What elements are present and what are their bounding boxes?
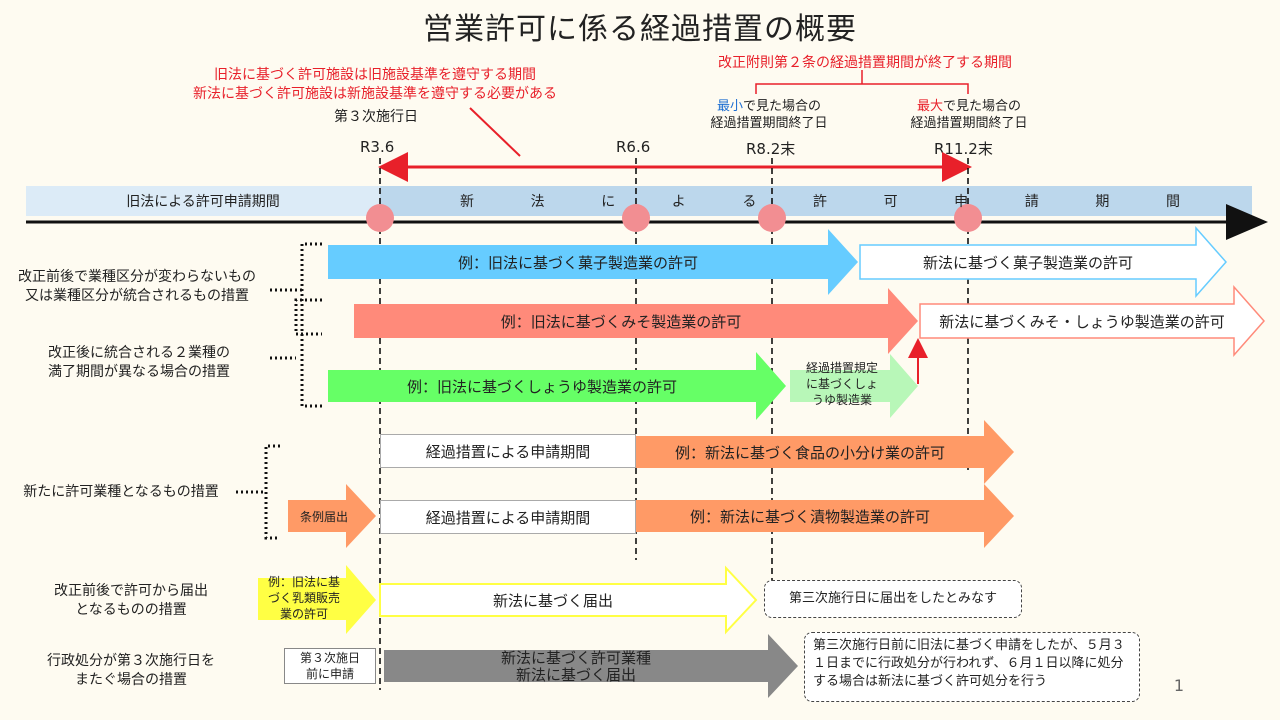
arrow-confectionery-old — [328, 229, 858, 295]
arrow-notification-new-label: 新法に基づく届出 — [492, 591, 613, 610]
tl-char: 新 — [460, 194, 474, 210]
arrow-subdivision — [636, 420, 1014, 484]
admin-line1: 新法に基づく許可業種 — [500, 649, 651, 667]
milestone-r3-6 — [366, 204, 394, 232]
dairy-line3: 業の許可 — [279, 607, 328, 621]
top-note-line2: 新法に基づく許可施設は新施設基準を遵守する必要がある — [193, 86, 557, 102]
pre-app-line1: 第３次施日 — [299, 651, 360, 665]
transition-application-box-1: 経過措置による申請期間 — [380, 434, 636, 468]
tl-char: 間 — [1165, 194, 1180, 210]
label-group4-line1: 改正前後で許可から届出 — [54, 583, 208, 599]
label-group4: 改正前後で許可から届出 となるものの措置 — [16, 582, 246, 620]
article2-bracket — [755, 83, 969, 94]
timeline-old-label: 旧法による許可申請期間 — [126, 194, 280, 210]
min-label-rest: で見た場合の — [743, 99, 822, 114]
label-group1: 改正前後で業種区分が変わらないもの 又は業種区分が統合されるもの措置 — [2, 268, 272, 306]
arrow-soy-old — [328, 352, 786, 420]
soy-trans-line3: うゆ製造業 — [811, 393, 872, 407]
arrow-confectionery-new — [859, 226, 1228, 298]
tl-char: 申 — [954, 194, 969, 210]
arrow-pickles — [636, 484, 1014, 548]
date-r3-6: R3.6 — [360, 138, 395, 156]
tl-char: に — [601, 194, 616, 210]
tl-char: 請 — [1024, 194, 1039, 210]
min-label-prefix: 最小 — [716, 99, 743, 114]
tl-char: 期 — [1095, 194, 1110, 210]
tl-char: 可 — [883, 194, 898, 210]
timeline-old-bar — [26, 186, 380, 216]
max-label-prefix: 最大 — [916, 99, 943, 114]
label-group5-line1: 行政処分が第３次施行日を — [47, 653, 215, 669]
arrow-miso-soy-new-label: 新法に基づくみそ・しょうゆ製造業の許可 — [939, 312, 1225, 331]
label-group1-line1: 改正前後で業種区分が変わらないもの — [18, 269, 256, 285]
arrow-subdivision-label: 例：新法に基づく食品の小分け業の許可 — [674, 443, 945, 462]
label-group4-line2: となるものの措置 — [75, 602, 187, 618]
max-label-line2: 経過措置期間終了日 — [910, 116, 1028, 131]
transition-application-box-2: 経過措置による申請期間 — [380, 500, 636, 534]
dairy-line2: づく乳類販売 — [267, 591, 340, 605]
deemed-notification-note: 第三次施行日に届出をしたとみなす — [764, 580, 1022, 618]
max-label-rest: で見た場合の — [943, 99, 1022, 114]
dairy-line1: 例：旧法に基 — [267, 575, 340, 589]
pre-app-line2: 前に申請 — [305, 667, 354, 681]
arrow-admin-disposition-label: 新法に基づく許可業種 新法に基づく届出 — [384, 650, 768, 684]
arrow-ordinance-notice — [288, 484, 376, 548]
max-label: 最大で見た場合の 経過措置期間終了日 — [894, 98, 1044, 132]
page-number: 1 — [1173, 676, 1184, 695]
arrow-confectionery-new-label: 新法に基づく菓子製造業の許可 — [922, 253, 1133, 272]
tl-char: 許 — [812, 194, 827, 210]
group3-bracket — [264, 444, 280, 540]
arrow-confectionery-old-label: 例：旧法に基づく菓子製造業の許可 — [457, 253, 698, 272]
label-group2-line1: 改正後に統合される２業種の — [48, 345, 230, 361]
label-group3: 新たに許可業種となるもの措置 — [23, 484, 219, 500]
arrow-dairy-old — [258, 565, 376, 634]
min-label: 最小で見た場合の 経過措置期間終了日 — [694, 98, 844, 132]
arrow-pickles-label: 例：新法に基づく漬物製造業の許可 — [689, 507, 930, 526]
tl-char: 法 — [530, 194, 545, 210]
label-group1-line2: 又は業種区分が統合されるもの措置 — [25, 288, 249, 304]
arrow-soy-old-label: 例：旧法に基づくしょうゆ製造業の許可 — [406, 377, 677, 396]
group1-inner-bracket — [294, 298, 322, 336]
top-note-line1: 旧法に基づく許可施設は旧施設基準を遵守する期間 — [214, 67, 536, 83]
milestone-r11-2 — [954, 204, 982, 232]
admin-disposition-note: 第三次施行日前に旧法に基づく申請をしたが、５月３１日までに行政処分が行われず、６… — [804, 632, 1140, 702]
tl-char: る — [742, 194, 757, 210]
date-r6-6: R6.6 — [616, 138, 651, 156]
arrow-admin-disposition — [384, 634, 798, 698]
soy-trans-line2: に基づくしょ — [805, 377, 878, 391]
arrow-soy-transitional-label: 経過措置規定 に基づくしょ うゆ製造業 — [792, 360, 892, 408]
min-label-line2: 経過措置期間終了日 — [710, 116, 828, 131]
label-group2-line2: 満了期間が異なる場合の措置 — [48, 364, 230, 380]
top-note-pointer — [469, 107, 521, 157]
top-note: 旧法に基づく許可施設は旧施設基準を遵守する期間 新法に基づく許可施設は新施設基準… — [140, 66, 610, 104]
arrow-soy-transitional — [790, 354, 918, 418]
page-title: 営業許可に係る経過措置の概要 — [423, 12, 857, 47]
pre-application-box: 第３次施日 前に申請 — [284, 648, 376, 684]
tl-char: よ — [671, 194, 686, 210]
milestone-r6-6 — [622, 204, 650, 232]
arrow-dairy-old-label: 例：旧法に基 づく乳類販売 業の許可 — [260, 574, 348, 622]
milestone-r8-2 — [758, 204, 786, 232]
arrow-miso-old — [354, 288, 918, 354]
timeline-new-label: 新 法 に よ る 許 可 申 請 期 間 — [460, 186, 1180, 216]
label-group2: 改正後に統合される２業種の 満了期間が異なる場合の措置 — [14, 344, 264, 382]
group1-outer-bracket — [300, 242, 322, 408]
timeline-new-bar — [380, 186, 1252, 216]
soy-trans-line1: 経過措置規定 — [805, 361, 878, 375]
arrow-notification-new — [379, 565, 758, 635]
arrow-miso-old-label: 例：旧法に基づくみそ製造業の許可 — [500, 312, 742, 331]
arrow-miso-soy-new — [919, 285, 1266, 357]
label-group5-line2: またぐ場合の措置 — [75, 672, 187, 688]
label-group5: 行政処分が第３次施行日を またぐ場合の措置 — [16, 652, 246, 690]
arrow-ordinance-notice-label: 条例届出 — [299, 509, 348, 524]
admin-line2: 新法に基づく届出 — [515, 666, 636, 684]
article2-label: 改正附則第２条の経過措置期間が終了する期間 — [718, 55, 1012, 71]
third-enforcement-label: 第３次施行日 — [334, 109, 418, 125]
